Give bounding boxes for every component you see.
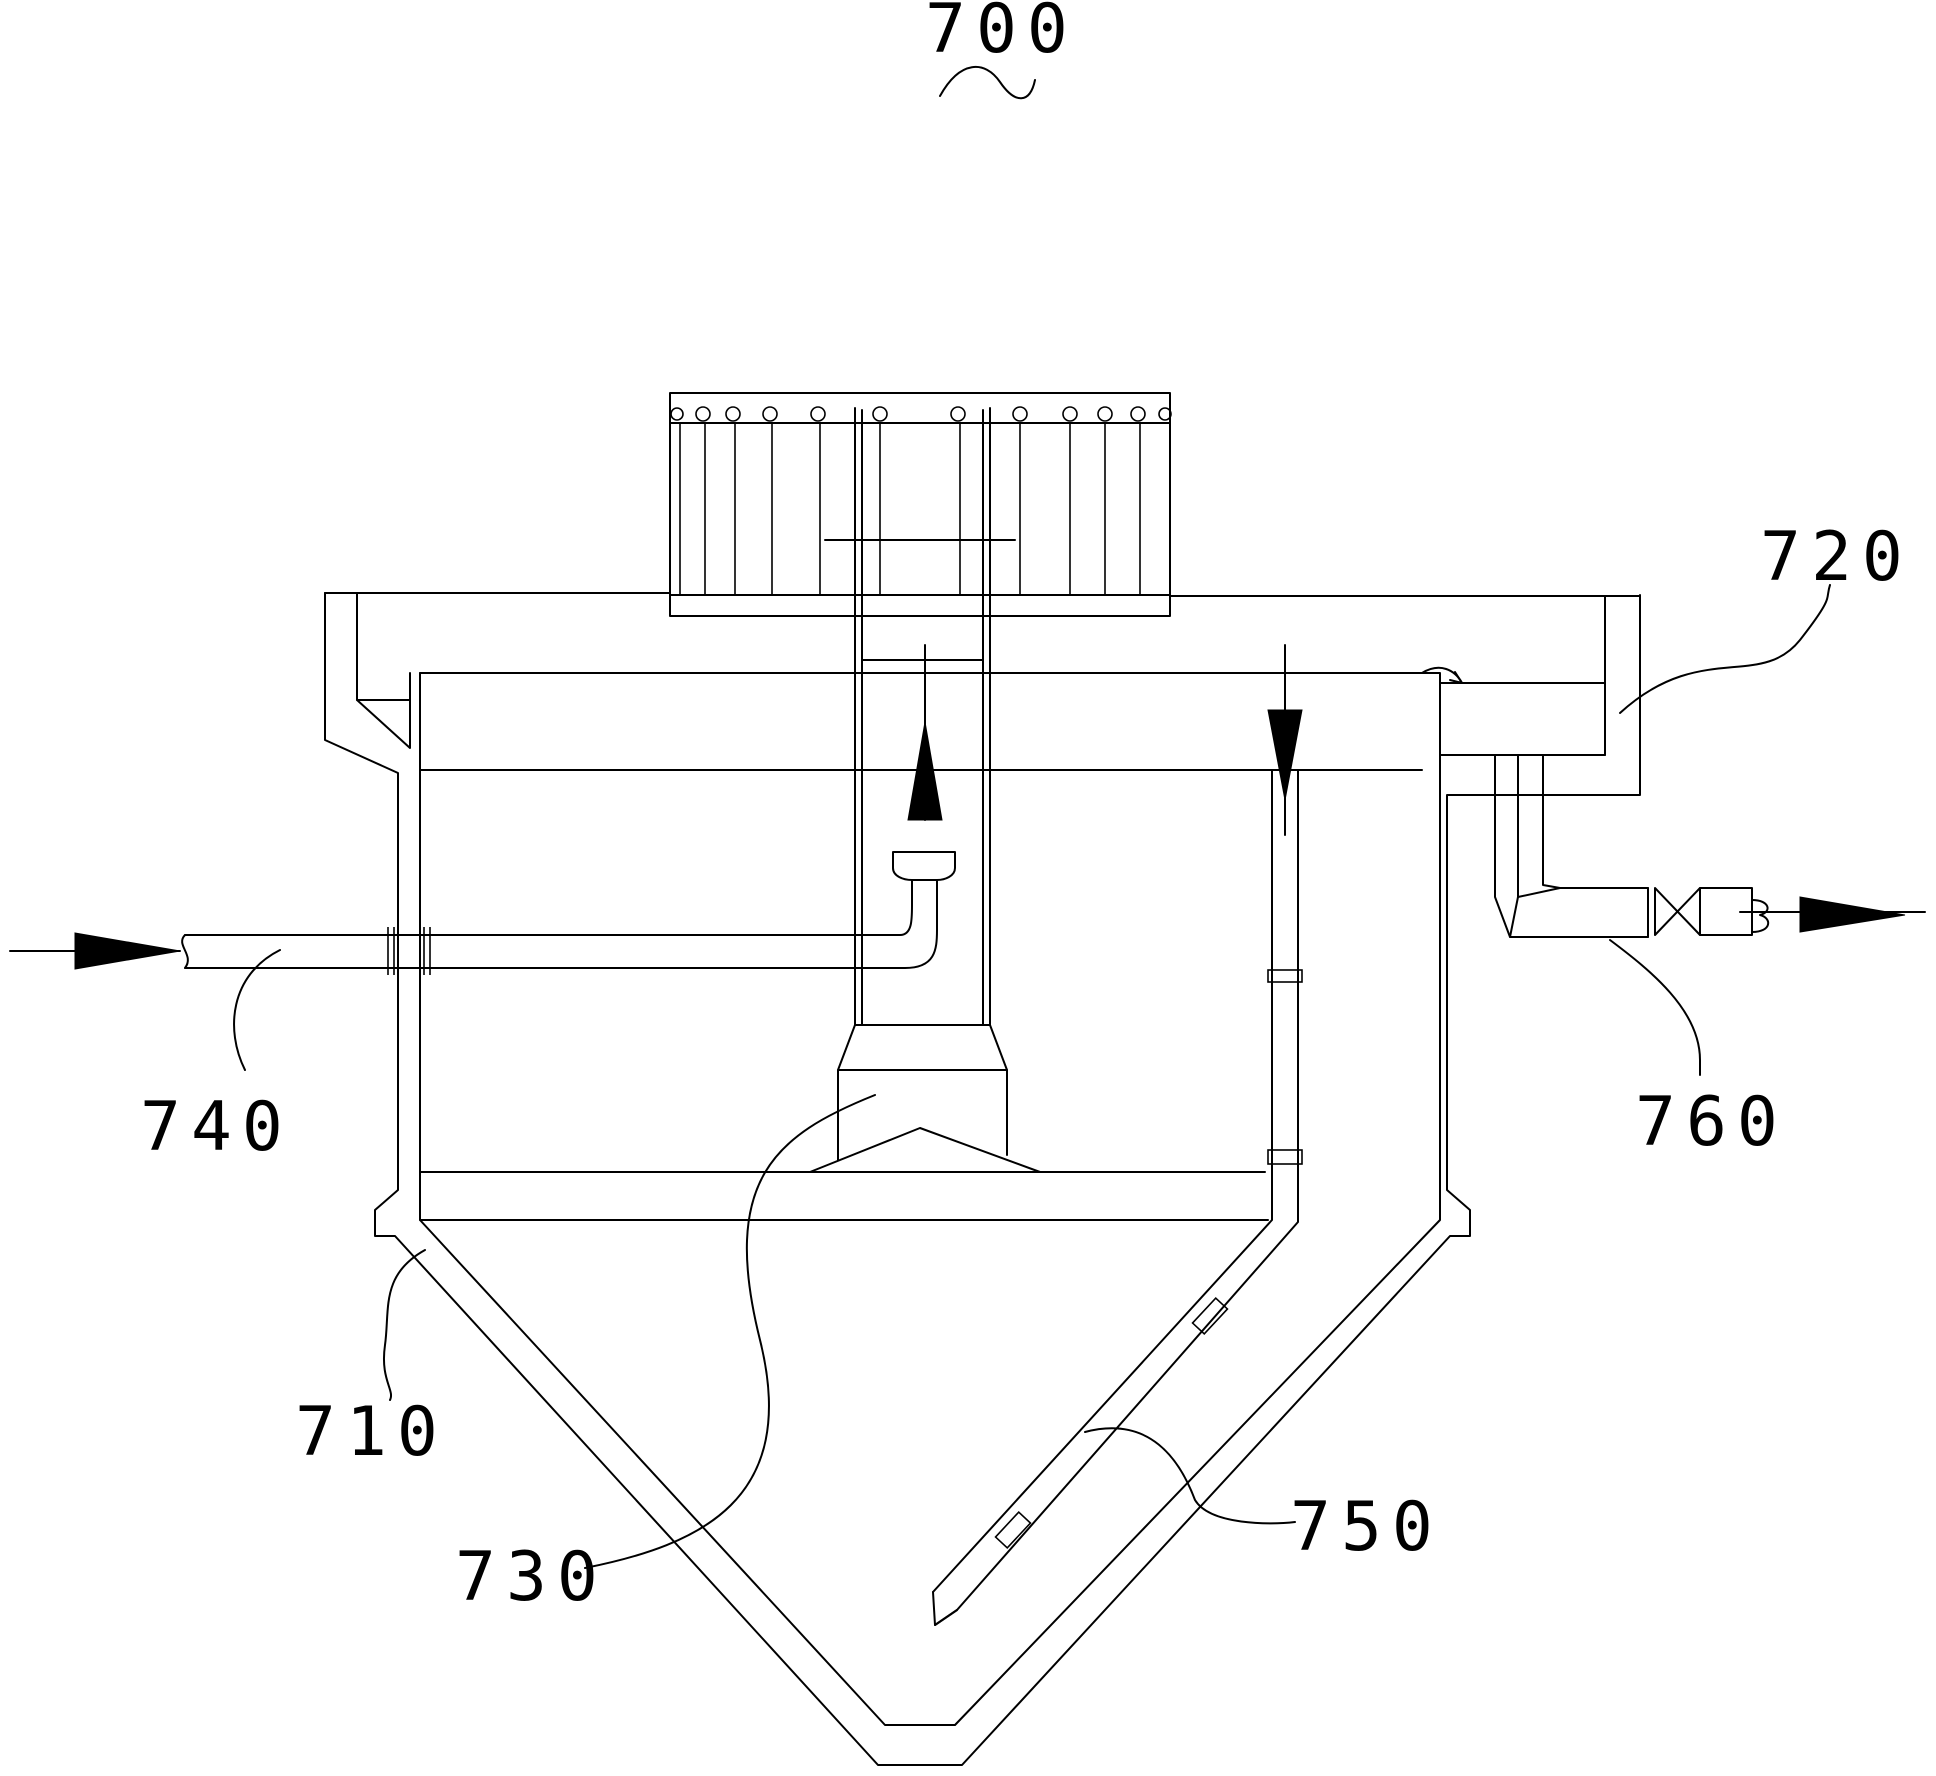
leader-720: [1619, 584, 1831, 714]
downflow-arrow: [1267, 644, 1303, 836]
upflow-arrow: [907, 644, 943, 821]
label-740: 740: [140, 1088, 293, 1167]
return-pipe: [932, 769, 1303, 1626]
label-720: 720: [1760, 518, 1913, 597]
tank-body: [324, 592, 1641, 1766]
leader-750: [1084, 1427, 1296, 1525]
inlet-arrow: [9, 932, 181, 970]
leader-730: [584, 1094, 876, 1569]
leader-710: [383, 1249, 426, 1401]
rivet-row: [670, 406, 1172, 422]
figure-reference-label: 700: [925, 0, 1078, 69]
label-750: 750: [1290, 1488, 1443, 1567]
leader-740: [233, 949, 281, 1071]
leader-760: [1609, 939, 1701, 1076]
label-710: 710: [295, 1393, 448, 1472]
drive-unit: [669, 392, 1172, 617]
label-760: 760: [1635, 1083, 1788, 1162]
outlet-arrow: [1739, 896, 1926, 933]
draft-tube: [809, 407, 1041, 1173]
outlet-pipe: [1494, 754, 1770, 938]
inlet-pipe: [181, 851, 956, 975]
label-730: 730: [455, 1538, 608, 1617]
overflow-trough: [1421, 666, 1606, 756]
figure-reference-tilde: [939, 66, 1036, 100]
leader-lines: [233, 584, 1831, 1569]
